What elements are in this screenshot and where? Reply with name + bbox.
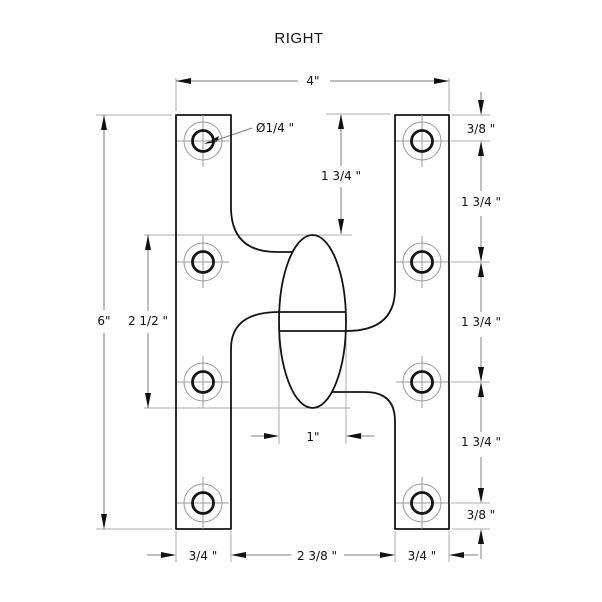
dim-knuckle-width-label: 1" xyxy=(306,430,319,444)
countersink-circle xyxy=(402,483,442,523)
dim-right-chain: 3/8 " 1 3/4 " 1 3/4 " 1 3/4 " 3/8 " xyxy=(461,92,501,559)
right-leaf-outline xyxy=(332,114,450,530)
dim-right-chain-label-3: 1 3/4 " xyxy=(461,435,501,449)
arrowhead-right xyxy=(161,552,176,558)
arrowhead-up xyxy=(338,114,344,129)
dim-right-chain-label-1: 1 3/4 " xyxy=(461,195,501,209)
screw-holes xyxy=(177,115,448,529)
arrowhead-left xyxy=(449,552,464,558)
screw-hole xyxy=(177,356,229,408)
dim-bottom-chain-label-0: 3/4 " xyxy=(189,549,218,563)
screw-hole xyxy=(177,477,229,529)
drawing-title: RIGHT xyxy=(274,30,323,47)
arrowhead-left xyxy=(176,78,191,84)
screw-hole xyxy=(177,115,229,167)
arrowhead-right xyxy=(264,433,279,439)
dim-knuckle-length-label: 2 1/2 " xyxy=(128,314,168,328)
screw-hole xyxy=(396,236,448,288)
arrowhead-down xyxy=(101,514,107,529)
countersink-circle xyxy=(402,242,442,282)
countersink-circle xyxy=(402,121,442,161)
hole-circle xyxy=(410,370,434,394)
hole-circle xyxy=(410,250,434,274)
countersink-circle xyxy=(183,483,223,523)
dim-knuckle-offset-top: 1 3/4 " xyxy=(321,114,361,234)
hole-circle xyxy=(191,491,215,515)
dim-overall-height: 6" xyxy=(97,115,111,529)
hole-circle xyxy=(191,250,215,274)
arrowhead-up xyxy=(145,235,151,250)
hole-diameter-label: Ø1/4 " xyxy=(256,121,294,135)
hinge-body xyxy=(175,114,450,530)
arrowhead-up xyxy=(478,529,484,544)
screw-hole xyxy=(396,115,448,167)
dim-knuckle-width: 1" xyxy=(251,430,374,444)
arrowhead-down xyxy=(478,488,484,503)
countersink-circle xyxy=(402,362,442,402)
extension-lines xyxy=(96,78,490,562)
arrowhead-down xyxy=(478,367,484,382)
arrowhead-left xyxy=(231,552,246,558)
dim-bottom-chain: 3/4 " 2 3/8 " 3/4 " xyxy=(147,549,478,563)
screw-hole xyxy=(396,356,448,408)
leader-line xyxy=(216,127,253,141)
dim-overall-width-label: 4" xyxy=(306,74,319,88)
arrowhead-down xyxy=(478,100,484,115)
dim-knuckle-length: 2 1/2 " xyxy=(128,235,168,408)
arrowhead-down xyxy=(145,393,151,408)
countersink-circle xyxy=(183,121,223,161)
arrowhead-left xyxy=(346,433,361,439)
dim-knuckle-offset-label: 1 3/4 " xyxy=(321,169,361,183)
arrowhead-right xyxy=(380,552,395,558)
left-leaf-outline xyxy=(175,114,292,530)
olive-knuckle xyxy=(278,234,347,409)
dim-right-chain-label-2: 1 3/4 " xyxy=(461,315,501,329)
countersink-circle xyxy=(183,242,223,282)
leader-arrowhead xyxy=(204,136,219,144)
arrowhead-up xyxy=(101,115,107,130)
hole-circle xyxy=(191,370,215,394)
dim-bottom-chain-label-1: 2 3/8 " xyxy=(297,549,337,563)
dim-right-chain-label-0: 3/8 " xyxy=(467,122,496,136)
arrowhead-right xyxy=(434,78,449,84)
hole-circle xyxy=(410,129,434,153)
screw-hole xyxy=(177,236,229,288)
arrowhead-up xyxy=(478,141,484,156)
hole-diameter-callout: Ø1/4 " xyxy=(204,121,294,144)
arrowhead-up xyxy=(478,382,484,397)
dim-overall-width: 4" xyxy=(176,74,449,88)
dim-overall-height-label: 6" xyxy=(97,314,110,328)
countersink-circle xyxy=(183,362,223,402)
dim-bottom-chain-label-2: 3/4 " xyxy=(408,549,437,563)
dim-right-chain-label-4: 3/8 " xyxy=(467,508,496,522)
arrowhead-down xyxy=(338,219,344,234)
screw-hole xyxy=(396,477,448,529)
arrowhead-up xyxy=(478,262,484,277)
hole-circle xyxy=(191,129,215,153)
arrowhead-down xyxy=(478,247,484,262)
hole-circle xyxy=(410,491,434,515)
